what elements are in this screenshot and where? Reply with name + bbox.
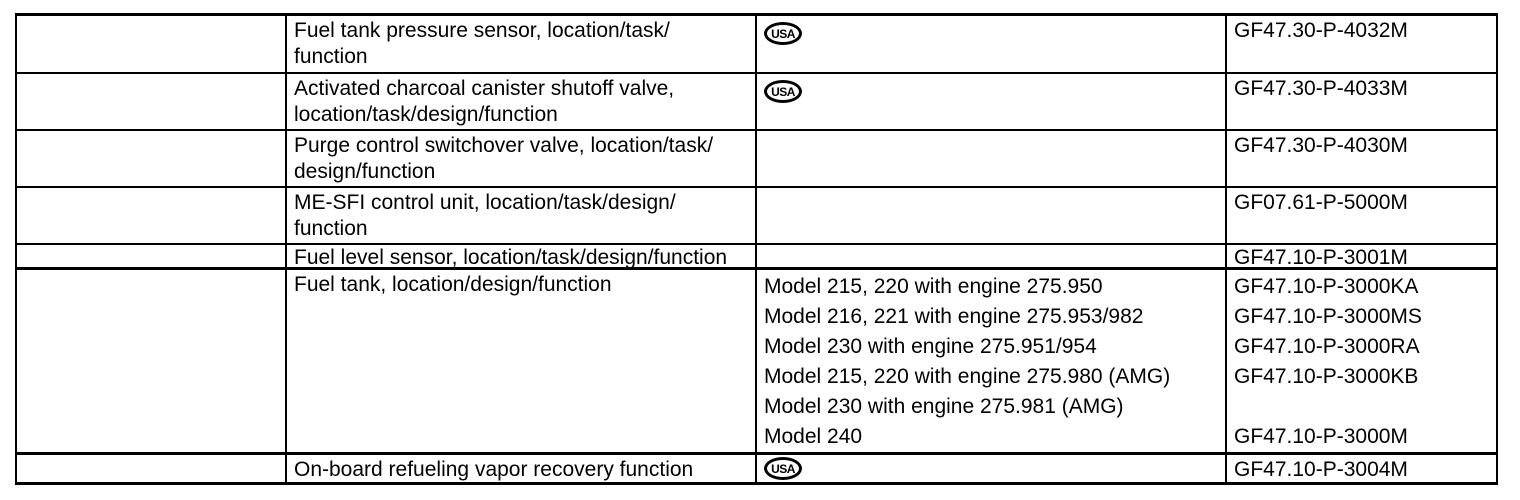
empty-cell: [17, 455, 287, 482]
table-row: Activated charcoal canister shutoff valv…: [17, 72, 1496, 129]
description-cell: Purge control switchover valve, location…: [287, 131, 757, 186]
empty-cell: [17, 245, 287, 267]
document-table: Fuel tank pressure sensor, location/task…: [15, 13, 1498, 485]
code-line[interactable]: GF47.10-P-3001M: [1234, 246, 1408, 267]
model-line: Model 230 with engine 275.951/954: [764, 335, 1097, 358]
code-cell[interactable]: GF47.30-P-4033M: [1227, 74, 1496, 129]
qualifier-cell: USA: [757, 16, 1227, 72]
code-line[interactable]: GF47.10-P-3004M: [1234, 458, 1408, 481]
description-line: Fuel tank, location/design/function: [294, 273, 612, 296]
model-line: Model 215, 220 with engine 275.950: [764, 275, 1103, 298]
description-cell: Fuel tank, location/design/function: [287, 270, 757, 452]
code-line[interactable]: GF07.61-P-5000M: [1234, 191, 1408, 214]
description-line: function: [294, 217, 368, 240]
code-cell[interactable]: GF47.30-P-4030M: [1227, 131, 1496, 186]
qualifier-cell: [757, 245, 1227, 267]
table-row: On-board refueling vapor recovery functi…: [17, 452, 1496, 482]
model-line: Model 230 with engine 275.981 (AMG): [764, 395, 1124, 418]
code-line[interactable]: GF47.10-P-3000MS: [1234, 305, 1422, 328]
description-line: ME-SFI control unit, location/task/desig…: [294, 191, 676, 214]
usa-badge-icon: USA: [764, 22, 802, 45]
model-line: Model 216, 221 with engine 275.953/982: [764, 305, 1144, 328]
code-line[interactable]: GF47.10-P-3000KA: [1234, 275, 1419, 298]
description-line: Fuel tank pressure sensor, location/task…: [294, 19, 670, 42]
empty-cell: [17, 131, 287, 186]
description-cell: Fuel level sensor, location/task/design/…: [287, 245, 757, 267]
code-cell[interactable]: GF07.61-P-5000M: [1227, 188, 1496, 243]
table-row: Fuel tank, location/design/function Mode…: [17, 267, 1496, 452]
code-line: [1234, 392, 1493, 422]
table-row: ME-SFI control unit, location/task/desig…: [17, 186, 1496, 243]
code-line[interactable]: GF47.10-P-3000KB: [1234, 365, 1419, 388]
qualifier-cell: USA: [757, 74, 1227, 129]
description-line: Fuel level sensor, location/task/design/…: [294, 246, 728, 267]
table-row: Purge control switchover valve, location…: [17, 129, 1496, 186]
model-line: Model 240: [764, 425, 863, 448]
code-line[interactable]: GF47.30-P-4030M: [1234, 134, 1408, 157]
description-line: function: [294, 45, 368, 68]
code-line[interactable]: GF47.30-P-4033M: [1234, 77, 1408, 100]
qualifier-cell: [757, 131, 1227, 186]
empty-cell: [17, 16, 287, 72]
table-row: Fuel level sensor, location/task/design/…: [17, 243, 1496, 267]
models-cell: Model 215, 220 with engine 275.950 Model…: [757, 270, 1227, 452]
model-line: Model 215, 220 with engine 275.980 (AMG): [764, 365, 1171, 388]
usa-badge-icon: USA: [764, 80, 802, 103]
code-cell[interactable]: GF47.10-P-3000KA GF47.10-P-3000MS GF47.1…: [1227, 270, 1496, 452]
description-line: design/function: [294, 160, 436, 183]
table-row: Fuel tank pressure sensor, location/task…: [17, 16, 1496, 72]
empty-cell: [17, 74, 287, 129]
description-line: location/task/design/function: [294, 103, 558, 126]
qualifier-cell: [757, 188, 1227, 243]
empty-cell: [17, 188, 287, 243]
code-line[interactable]: GF47.10-P-3000M: [1234, 425, 1408, 448]
description-line: Purge control switchover valve, location…: [294, 134, 714, 157]
code-line[interactable]: GF47.10-P-3000RA: [1234, 335, 1420, 358]
code-cell[interactable]: GF47.10-P-3004M: [1227, 455, 1496, 482]
usa-badge-icon: USA: [764, 457, 802, 480]
code-line[interactable]: GF47.30-P-4032M: [1234, 19, 1408, 42]
empty-cell: [17, 270, 287, 452]
code-cell[interactable]: GF47.10-P-3001M: [1227, 245, 1496, 267]
description-line: On-board refueling vapor recovery functi…: [294, 458, 694, 481]
description-line: Activated charcoal canister shutoff valv…: [294, 77, 675, 100]
description-cell: On-board refueling vapor recovery functi…: [287, 455, 757, 482]
code-cell[interactable]: GF47.30-P-4032M: [1227, 16, 1496, 72]
description-cell: Fuel tank pressure sensor, location/task…: [287, 16, 757, 72]
description-cell: ME-SFI control unit, location/task/desig…: [287, 188, 757, 243]
description-cell: Activated charcoal canister shutoff valv…: [287, 74, 757, 129]
qualifier-cell: USA: [757, 455, 1227, 482]
